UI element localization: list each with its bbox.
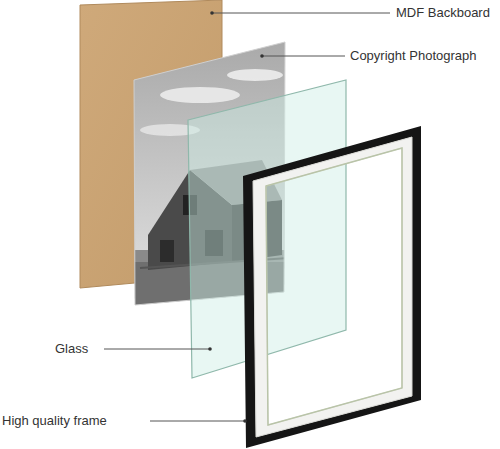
- part-label: MDF Backboard: [395, 5, 491, 21]
- frame-outer: [243, 126, 421, 448]
- leader-lines: [104, 11, 390, 423]
- part-label: Glass: [54, 341, 89, 357]
- part-label: Copyright Photograph: [349, 48, 477, 64]
- part-label: High quality frame: [1, 413, 108, 429]
- frame-mat: [253, 137, 412, 437]
